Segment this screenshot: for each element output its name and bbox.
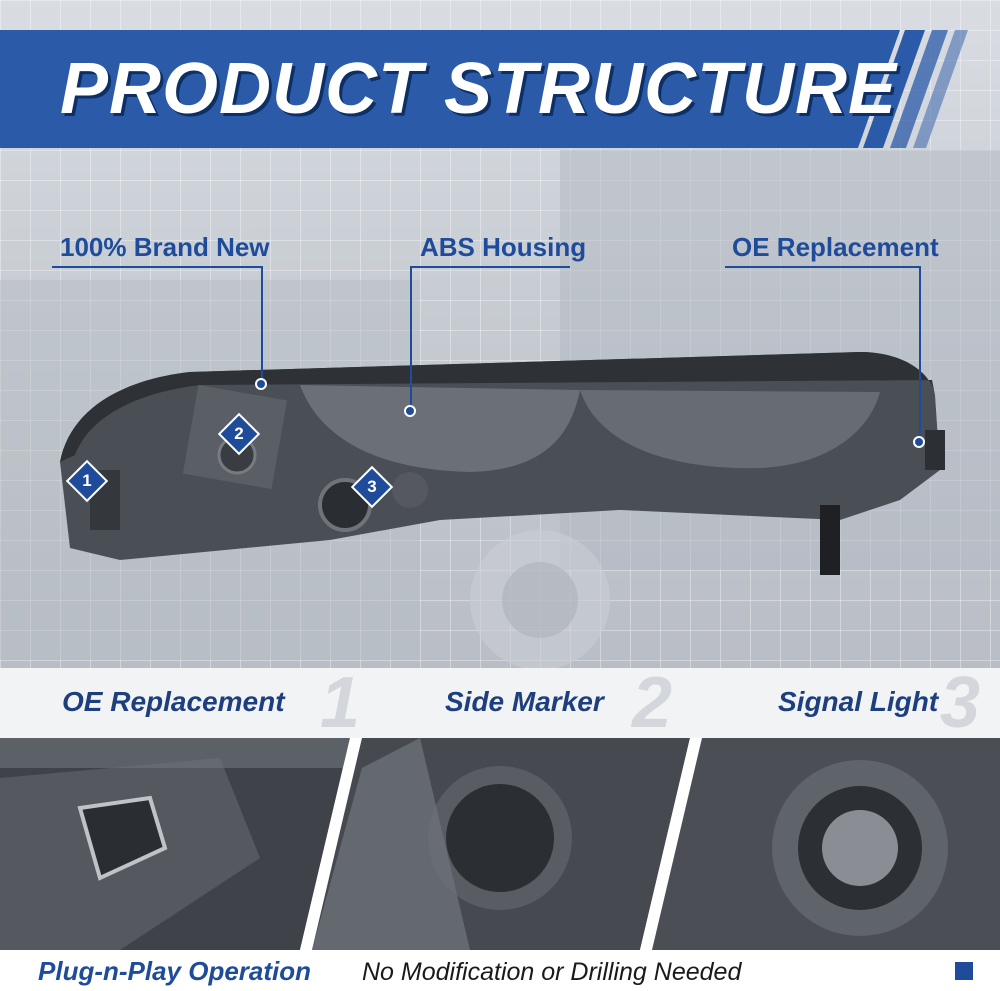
feature-labels-row: 1 OE Replacement 2 Side Marker 3 Signal … <box>0 663 1000 743</box>
callout-underline <box>725 266 921 268</box>
callout-leader <box>261 266 263 384</box>
callout-underline <box>410 266 570 268</box>
callout-underline <box>52 266 262 268</box>
feature-number: 3 <box>940 663 981 743</box>
callout-dot <box>255 378 267 390</box>
feature-label-oe-replacement: OE Replacement <box>62 686 285 717</box>
feature-label-side-marker: Side Marker <box>445 686 604 717</box>
detail-photos <box>0 738 1000 950</box>
badge-number: 2 <box>234 424 244 443</box>
banner-title: PRODUCT STRUCTURE <box>60 49 897 129</box>
feature-number: 1 <box>320 663 361 743</box>
callout-leader <box>919 266 921 442</box>
callout-leader <box>410 266 412 410</box>
badge-number: 3 <box>367 477 377 496</box>
footer-subtitle: No Modification or Drilling Needed <box>362 958 742 986</box>
footer-title: Plug-n-Play Operation <box>38 956 312 986</box>
title-banner <box>0 30 968 148</box>
hero-section: PRODUCT STRUCTURE 100% Brand New ABS Hou… <box>0 0 1000 668</box>
callout-dot <box>913 436 925 448</box>
detail-photo-panels <box>0 738 1000 950</box>
feature-label-signal-light: Signal Light <box>778 686 939 717</box>
footer-square-icon <box>955 962 973 980</box>
corner-lamp-image <box>60 352 945 575</box>
badge-number: 1 <box>82 471 92 490</box>
footer: Plug-n-Play Operation No Modification or… <box>0 950 1000 991</box>
callout-brand-new: 100% Brand New <box>60 232 270 262</box>
callout-oe-replacement: OE Replacement <box>732 232 939 262</box>
callout-dot <box>404 405 416 417</box>
callout-abs-housing: ABS Housing <box>420 232 587 262</box>
feature-number: 2 <box>632 663 673 743</box>
